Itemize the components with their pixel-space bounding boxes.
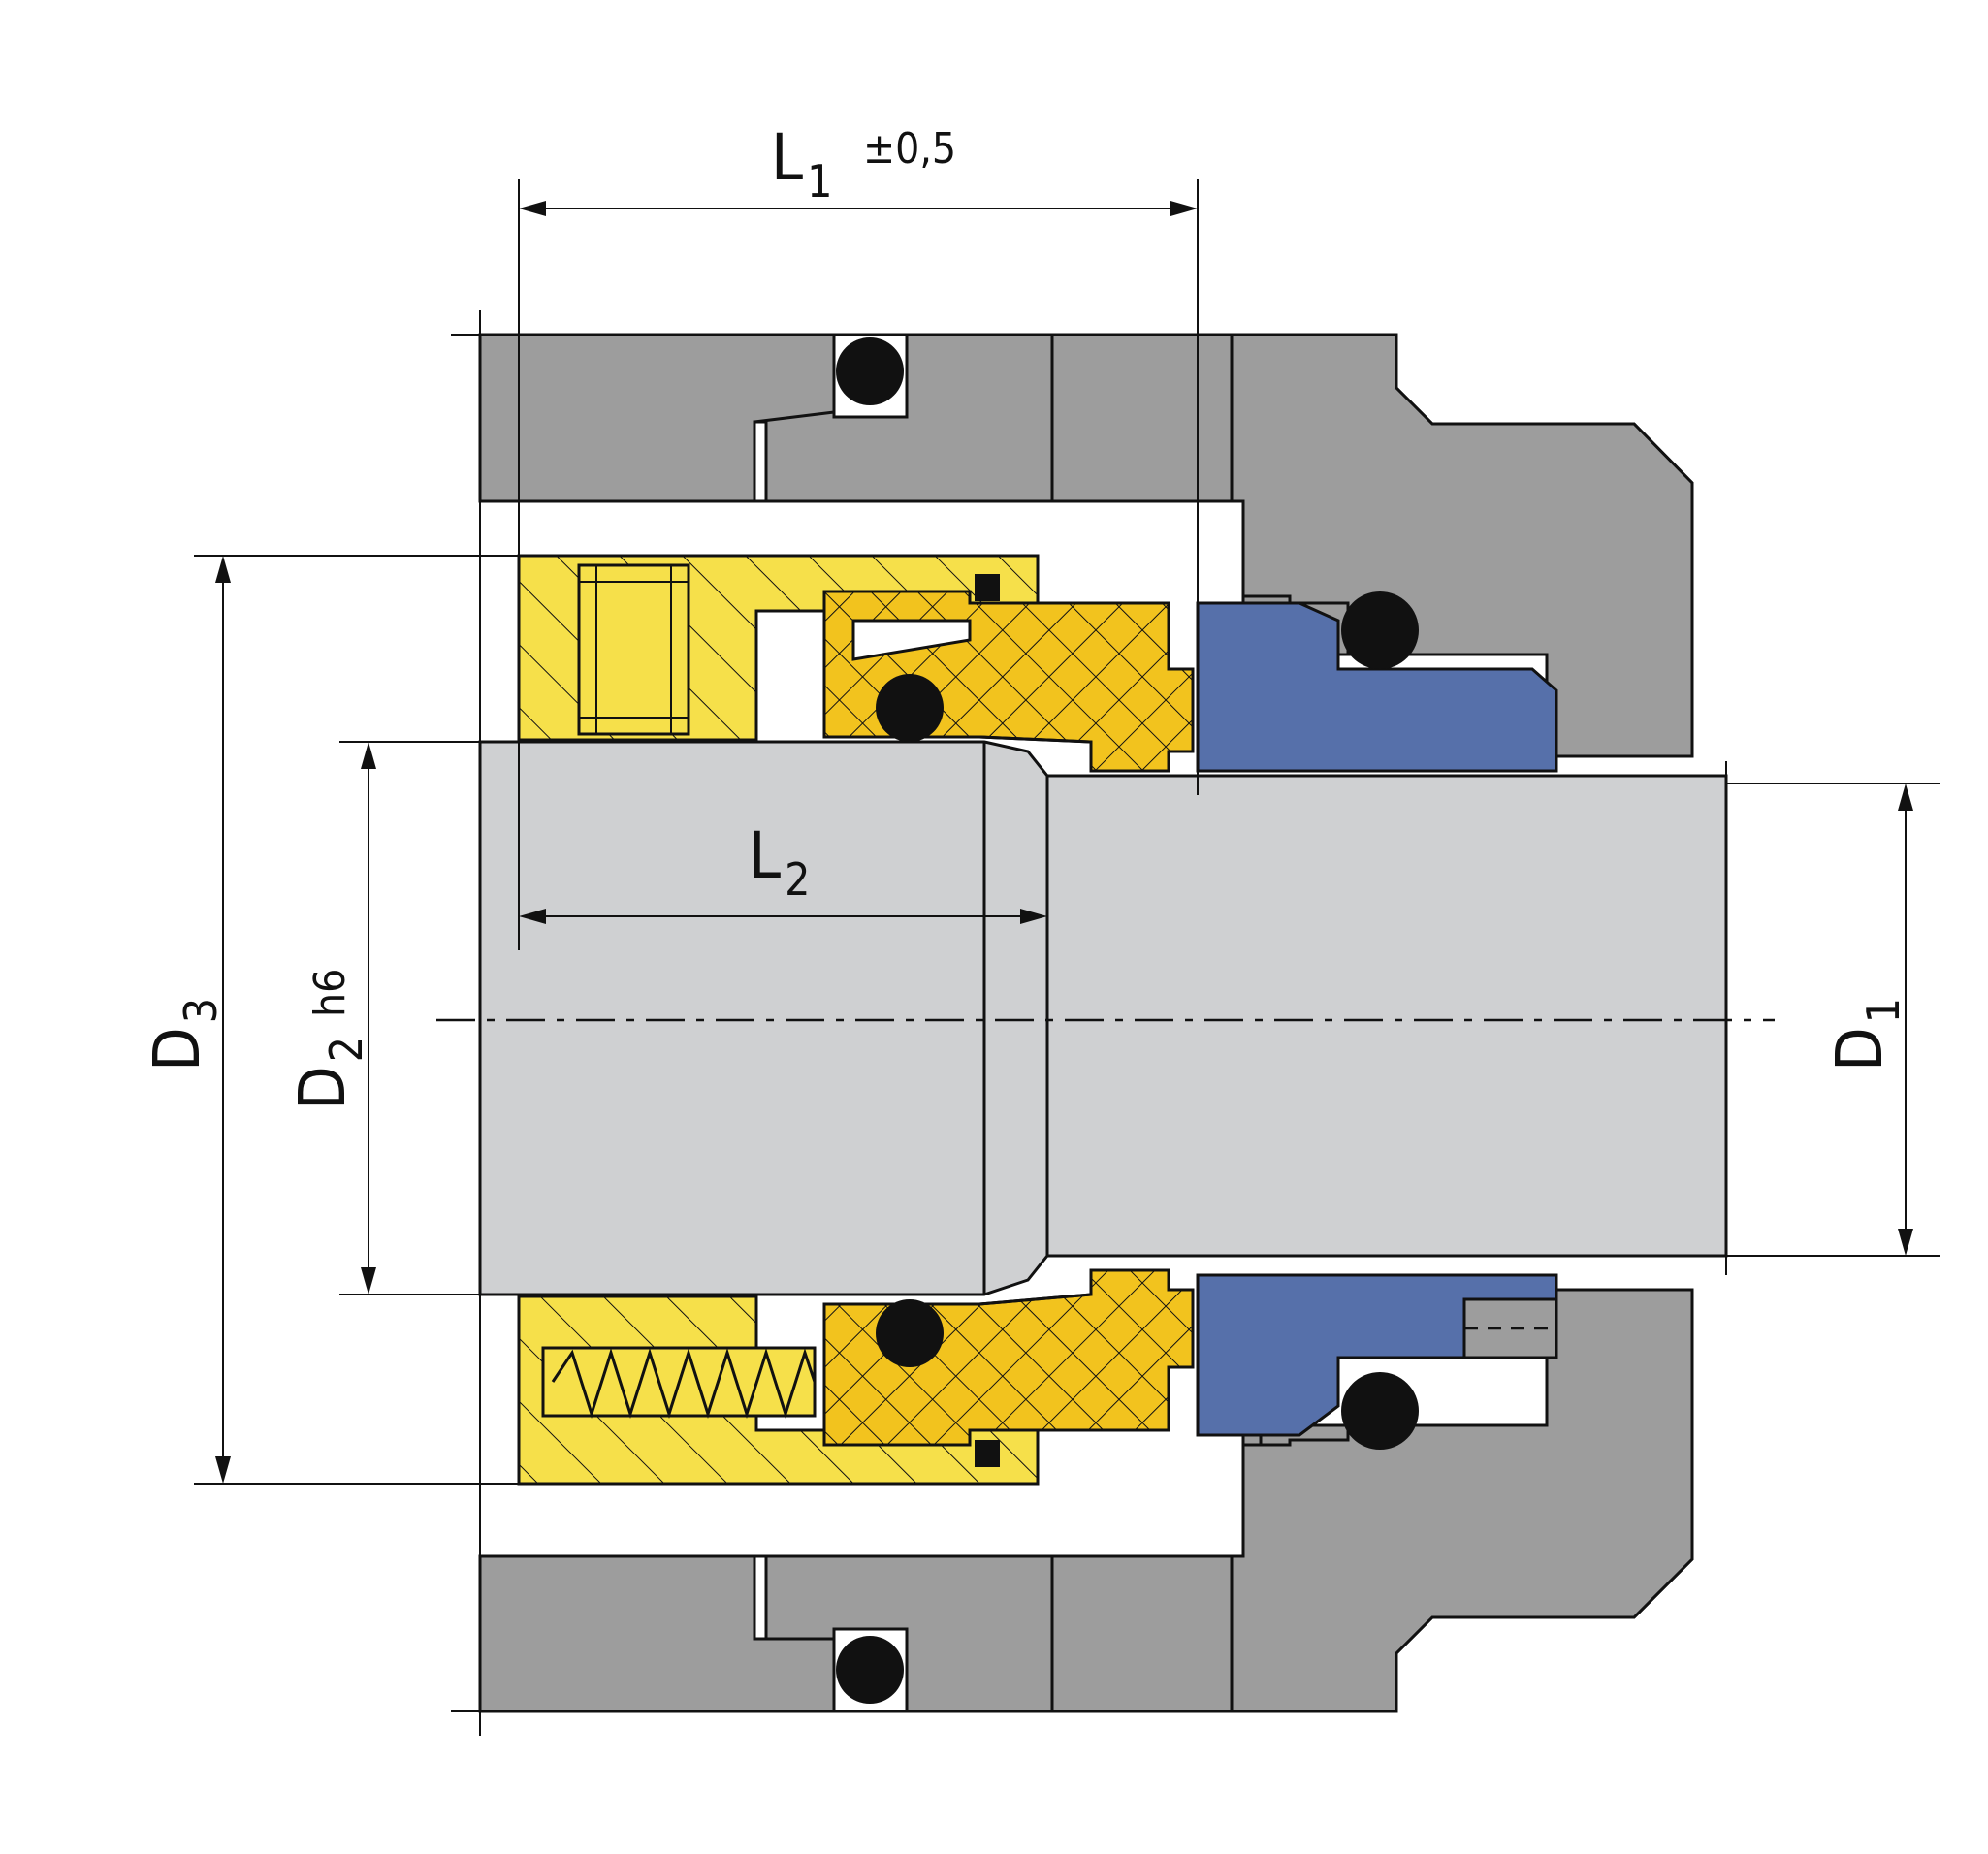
l2-arrow-left — [519, 909, 546, 924]
wedge-top — [975, 574, 1000, 601]
housing-top-gland — [1230, 333, 1694, 758]
label-d3: D3 — [140, 998, 227, 1071]
d2-arrow-bottom — [361, 1267, 376, 1295]
housing-top-groove-step — [754, 410, 835, 424]
spring — [551, 1348, 817, 1419]
housing-bottom-slot — [753, 1554, 768, 1641]
dimension-labels: L1 ±0,5 L2 D3 D2h6 D1 — [140, 120, 1909, 1110]
d2-arrow-top — [361, 742, 376, 769]
oring-carbon-top — [876, 674, 944, 742]
oring-housing-bottom — [836, 1636, 904, 1704]
l1-arrow-right — [1170, 201, 1198, 216]
anti-rotation-pin — [1462, 1297, 1558, 1359]
label-d2: D2h6 — [285, 969, 372, 1110]
svg-text:D2h6: D2h6 — [285, 969, 372, 1110]
d3-arrow-top — [215, 556, 231, 583]
oring-housing-top — [836, 337, 904, 405]
shaft — [478, 740, 1728, 1296]
set-screw-top — [577, 563, 690, 736]
d3-arrow-bottom — [215, 1456, 231, 1484]
svg-text:D1: D1 — [1822, 998, 1909, 1071]
label-d1: D1 — [1822, 998, 1909, 1071]
carbon-top-gap — [851, 619, 972, 661]
d1-arrow-top — [1898, 783, 1913, 811]
carbon-face-bottom-pattern — [822, 1268, 1195, 1447]
label-l2: L2 — [749, 818, 810, 906]
stationary-seat-top — [1196, 601, 1558, 773]
l2-arrow-right — [1020, 909, 1047, 924]
housing-bottom-gland — [1230, 1288, 1694, 1713]
l1-arrow-left — [519, 201, 546, 216]
oring-seat-top — [1341, 591, 1419, 669]
oring-seat-bottom — [1341, 1372, 1419, 1450]
housing-top-slot — [753, 420, 768, 503]
oring-carbon-bottom — [876, 1299, 944, 1367]
stationary-seat-bottom — [1196, 1273, 1558, 1437]
label-l1: L1 — [771, 120, 832, 208]
svg-text:D3: D3 — [140, 998, 227, 1071]
label-l1-tolerance: ±0,5 — [863, 124, 956, 174]
d1-arrow-bottom — [1898, 1229, 1913, 1256]
wedge-bottom — [975, 1440, 1000, 1467]
